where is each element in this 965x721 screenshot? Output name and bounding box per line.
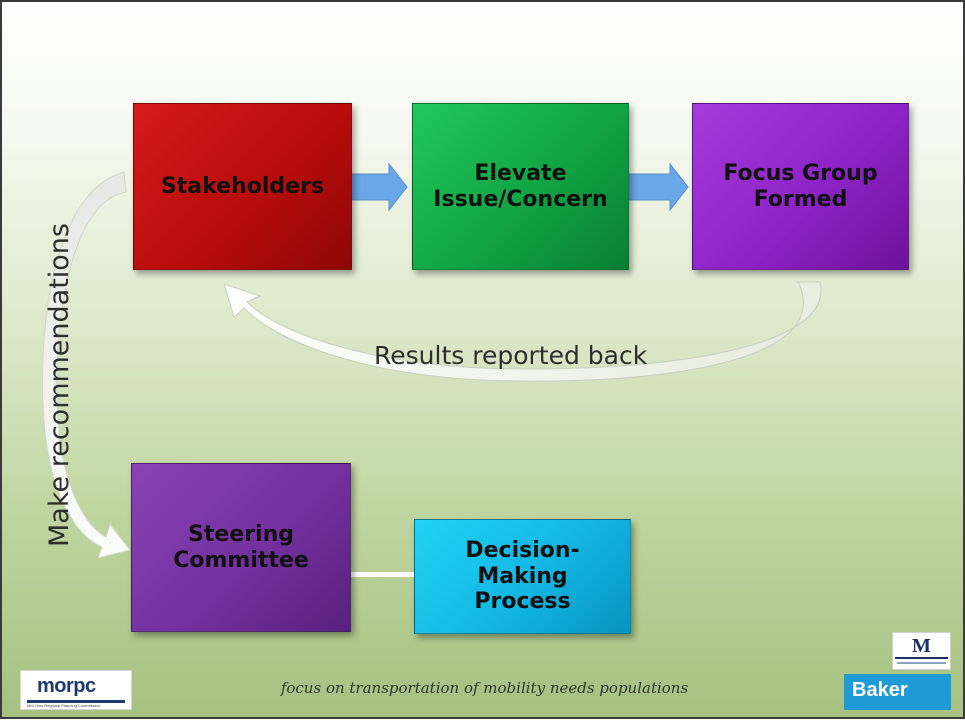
mfp-logo: M bbox=[892, 632, 951, 670]
steering-committee-label: Steering Committee bbox=[173, 521, 309, 573]
morpc-logo-bar bbox=[27, 700, 125, 703]
morpc-logo-text: morpc bbox=[37, 675, 96, 697]
arrow-stakeholders-to-elevate bbox=[348, 162, 408, 212]
decision-making-box: Decision- Making Process bbox=[414, 519, 631, 634]
focus-group-box: Focus Group Formed bbox=[692, 103, 909, 270]
stakeholders-label: Stakeholders bbox=[160, 173, 325, 199]
baker-logo: Baker bbox=[844, 674, 951, 710]
footer-tagline: focus on transportation of mobility need… bbox=[280, 679, 689, 697]
arrow-elevate-to-focus bbox=[627, 162, 689, 212]
results-return-arrow bbox=[223, 281, 822, 382]
stakeholders-box: Stakeholders bbox=[133, 103, 352, 270]
morpc-logo: morpc Mid-Ohio Regional Planning Commiss… bbox=[20, 670, 132, 710]
decision-making-label: Decision- Making Process bbox=[465, 537, 580, 615]
mfp-logo-rule bbox=[895, 657, 948, 659]
baker-logo-text: Baker bbox=[852, 679, 908, 701]
mfp-logo-letter: M bbox=[912, 635, 931, 657]
steering-decision-connector bbox=[350, 572, 414, 577]
morpc-logo-tagline: Mid-Ohio Regional Planning Commission bbox=[27, 703, 100, 708]
elevate-issue-label: Elevate Issue/Concern bbox=[433, 160, 608, 212]
focus-group-label: Focus Group Formed bbox=[723, 160, 878, 212]
results-reported-label: Results reported back bbox=[374, 341, 648, 370]
elevate-issue-box: Elevate Issue/Concern bbox=[412, 103, 629, 270]
steering-committee-box: Steering Committee bbox=[131, 463, 351, 632]
mfp-logo-rule-light bbox=[897, 662, 946, 664]
make-recommendations-label: Make recommendations bbox=[44, 223, 75, 547]
recommendations-arrow bbox=[41, 171, 131, 559]
